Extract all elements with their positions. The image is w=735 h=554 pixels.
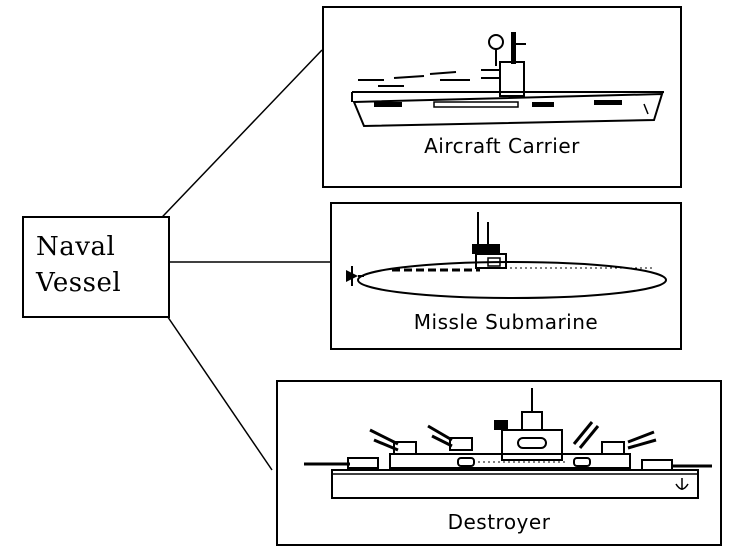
root-label-line1: Naval bbox=[36, 230, 115, 264]
destroyer-icon bbox=[298, 386, 714, 506]
root-node: Naval Vessel bbox=[22, 216, 170, 318]
submarine-icon bbox=[340, 210, 676, 302]
caption-submarine: Missle Submarine bbox=[332, 310, 680, 334]
caption-aircraft-carrier: Aircraft Carrier bbox=[324, 134, 680, 158]
child-node-destroyer: Destroyer bbox=[276, 380, 722, 546]
caption-destroyer: Destroyer bbox=[278, 510, 720, 534]
aircraft-carrier-icon bbox=[344, 22, 664, 132]
child-node-submarine: Missle Submarine bbox=[330, 202, 682, 350]
root-label-line2: Vessel bbox=[36, 266, 121, 300]
child-node-aircraft-carrier: Aircraft Carrier bbox=[322, 6, 682, 188]
connector-to-carrier bbox=[144, 50, 322, 236]
